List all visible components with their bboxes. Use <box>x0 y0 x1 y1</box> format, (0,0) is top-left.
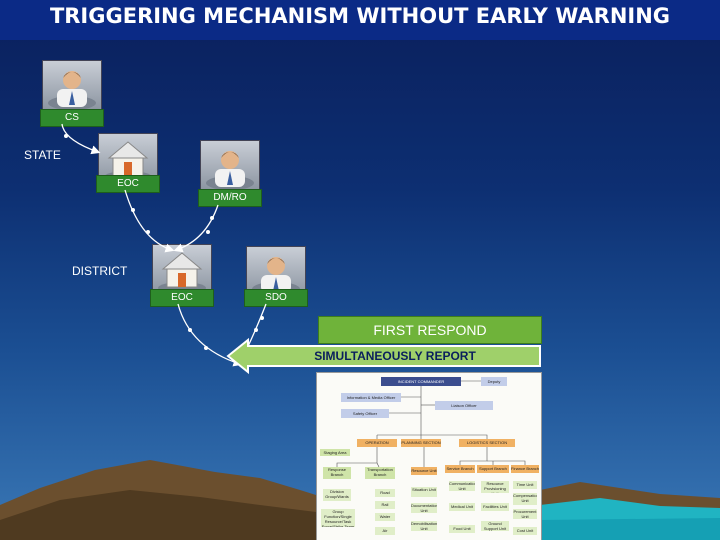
org-logistics-branch: Finance Branch <box>511 465 539 473</box>
org-ops-item: Response Branch <box>323 467 351 479</box>
org-logistics-branch: Support Branch <box>477 465 509 473</box>
org-service-item: Food Unit <box>449 525 475 533</box>
org-safety: Safety Officer <box>341 409 389 418</box>
org-section-ops: OPERATION SECTION <box>357 439 397 447</box>
org-service-item: Medical Unit <box>449 503 475 511</box>
first-respond-text: FIRST RESPOND <box>373 322 487 338</box>
first-respond-banner: FIRST RESPOND <box>318 316 542 344</box>
sdo-person-icon <box>246 246 306 296</box>
cs-label: CS <box>40 109 104 127</box>
org-ops-item: Rail <box>375 501 395 509</box>
org-finance-item: Procurement Unit <box>513 509 537 519</box>
simultaneously-report-text: SIMULTANEOUSLY REPORT <box>314 349 476 363</box>
cs-person-icon <box>42 60 102 110</box>
org-ops-item: Group Function/Single Resource/Task Forc… <box>321 509 355 527</box>
state-eoc-label: EOC <box>96 175 160 193</box>
org-section-planning: PLANNING SECTION <box>401 439 441 447</box>
org-section-logistics: LOGISTICS SECTION <box>459 439 515 447</box>
org-logistics-branch: Service Branch <box>445 465 475 473</box>
org-support-item: Resource Provisioning Unit <box>481 481 509 493</box>
org-ops-item: Road <box>375 489 395 497</box>
org-finance-item: Cost Unit <box>513 527 537 535</box>
org-service-item: Communication Unit <box>449 481 475 491</box>
title-bar <box>0 0 720 40</box>
org-planning-item: Demobilisation Unit <box>411 521 437 531</box>
sdo-label: SDO <box>244 289 308 307</box>
dmro-person-icon <box>200 140 260 190</box>
org-planning-item: Resource Unit <box>411 467 437 475</box>
org-finance-item: Compensation/Claims Unit <box>513 493 537 505</box>
org-ops-item: Water <box>375 513 395 521</box>
org-staging: Staging Area <box>320 449 350 456</box>
org-chart-connectors <box>336 380 526 468</box>
page-title: TRIGGERING MECHANISM WITHOUT EARLY WARNI… <box>49 4 671 28</box>
org-ops-item: Air <box>375 527 395 535</box>
dmro-label: DM/RO <box>198 189 262 207</box>
org-liaison: Liaison Officer <box>435 401 493 410</box>
org-ops-item: Transportation Branch <box>365 467 395 479</box>
district-level-label: DISTRICT <box>72 264 128 278</box>
org-info-media: Information & Media Officer <box>341 393 401 402</box>
org-support-item: Ground Support Unit <box>481 521 509 531</box>
incident-org-chart: INCIDENT COMMANDER Deputy Information & … <box>316 372 542 540</box>
org-planning-item: Documentation Unit <box>411 503 437 513</box>
org-top: INCIDENT COMMANDER <box>381 377 461 386</box>
org-planning-item: Situation Unit <box>411 487 437 497</box>
org-ops-item: Division Group/Wards <box>323 489 351 501</box>
state-eoc-building-icon <box>98 133 158 183</box>
org-support-item: Facilities Unit <box>481 503 509 511</box>
district-eoc-label: EOC <box>150 289 214 307</box>
org-deputy: Deputy <box>481 377 507 386</box>
org-finance-item: Time Unit <box>513 481 537 489</box>
state-level-label: STATE <box>24 148 61 162</box>
